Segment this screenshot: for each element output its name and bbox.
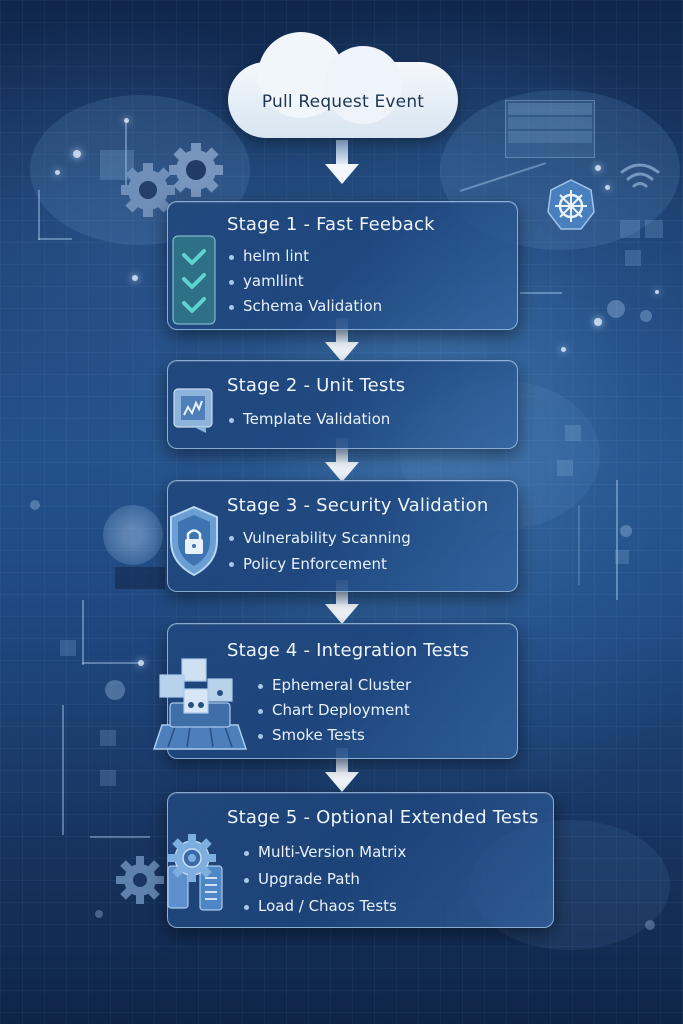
circuit-line (520, 292, 562, 294)
decor-square (565, 425, 581, 441)
stage-item: Vulnerability Scanning (229, 525, 411, 551)
flow-arrow (325, 140, 359, 186)
stage-item: Template Validation (229, 407, 390, 432)
gear-document-icon (167, 834, 223, 911)
stage-item: Upgrade Path (244, 866, 406, 893)
pull-request-event-node: Pull Request Event (228, 32, 458, 138)
glow-dot (30, 500, 40, 510)
pull-request-event-label: Pull Request Event (261, 92, 425, 112)
glow-dot (595, 165, 601, 171)
glow-dot (105, 680, 125, 700)
circuit-line (125, 120, 127, 190)
decor-square (645, 220, 663, 238)
stage-1-card: Stage 1 - Fast Feeback helm lint yamllin… (167, 201, 518, 330)
stage-3-items: Vulnerability Scanning Policy Enforcemen… (229, 525, 411, 577)
stage-item: Schema Validation (229, 294, 382, 319)
stage-4-items: Ephemeral Cluster Chart Deployment Smoke… (258, 673, 411, 748)
glow-dot (561, 347, 566, 352)
circuit-line (38, 190, 40, 240)
stage-2-items: Template Validation (229, 407, 390, 432)
stage-5-items: Multi-Version Matrix Upgrade Path Load /… (244, 839, 406, 920)
glow-dot (73, 150, 81, 158)
stage-2-title: Stage 2 - Unit Tests (227, 375, 406, 396)
glow-dot (607, 300, 625, 318)
glow-dot (620, 525, 632, 537)
stage-item: Ephemeral Cluster (258, 673, 411, 698)
circuit-line (38, 238, 72, 240)
glow-dot (124, 118, 129, 123)
decor-square (625, 250, 641, 266)
stage-1-title: Stage 1 - Fast Feeback (227, 214, 435, 235)
circuit-line (62, 705, 64, 835)
dotted-globe-icon (103, 505, 163, 565)
glow-dot (132, 275, 138, 281)
glow-dot (55, 170, 60, 175)
stage-item: helm lint (229, 244, 382, 269)
decor-square (100, 770, 116, 786)
helm-wheel-icon (547, 179, 595, 230)
glow-dot (138, 660, 144, 666)
shield-lock-icon (170, 505, 218, 577)
decor-square (100, 730, 116, 746)
circuit-line (459, 162, 546, 192)
circuit-line (90, 836, 150, 838)
decor-square (60, 640, 76, 656)
gear-icon (116, 856, 164, 904)
stage-item: Load / Chaos Tests (244, 893, 406, 920)
glow-dot (640, 310, 652, 322)
decor-square (620, 220, 640, 238)
decor-square (615, 550, 629, 564)
glow-dot (655, 290, 659, 294)
glow-dot (594, 318, 602, 326)
glow-dot (95, 910, 103, 918)
stage-3-card: Stage 3 - Security Validation Vulnerabil… (167, 480, 518, 592)
chart-monitor-icon (173, 388, 213, 433)
server-rack-icon (505, 100, 595, 158)
stage-5-title: Stage 5 - Optional Extended Tests (227, 807, 539, 828)
stage-3-title: Stage 3 - Security Validation (227, 495, 489, 516)
stage-item: yamllint (229, 269, 382, 294)
wifi-icon (620, 163, 660, 188)
stage-2-card: Stage 2 - Unit Tests Template Validation (167, 360, 518, 449)
glow-dot (645, 920, 655, 930)
stage-item: Smoke Tests (258, 723, 411, 748)
stage-4-title: Stage 4 - Integration Tests (227, 640, 470, 661)
circuit-line (578, 505, 580, 585)
decor-square (557, 460, 573, 476)
stage-1-items: helm lint yamllint Schema Validation (229, 244, 382, 319)
circuit-line (82, 662, 140, 664)
checklist-icon (172, 235, 216, 325)
stage-item: Policy Enforcement (229, 551, 411, 577)
stage-5-card: Stage 5 - Optional Extended Tests Multi-… (167, 792, 554, 928)
decor-square (100, 150, 134, 180)
circuit-line (616, 480, 618, 600)
glow-dot (605, 185, 610, 190)
circuit-line (82, 600, 84, 665)
decor-square (115, 567, 165, 589)
stage-item: Multi-Version Matrix (244, 839, 406, 866)
cluster-cubes-icon (152, 658, 248, 750)
stage-item: Chart Deployment (258, 698, 411, 723)
